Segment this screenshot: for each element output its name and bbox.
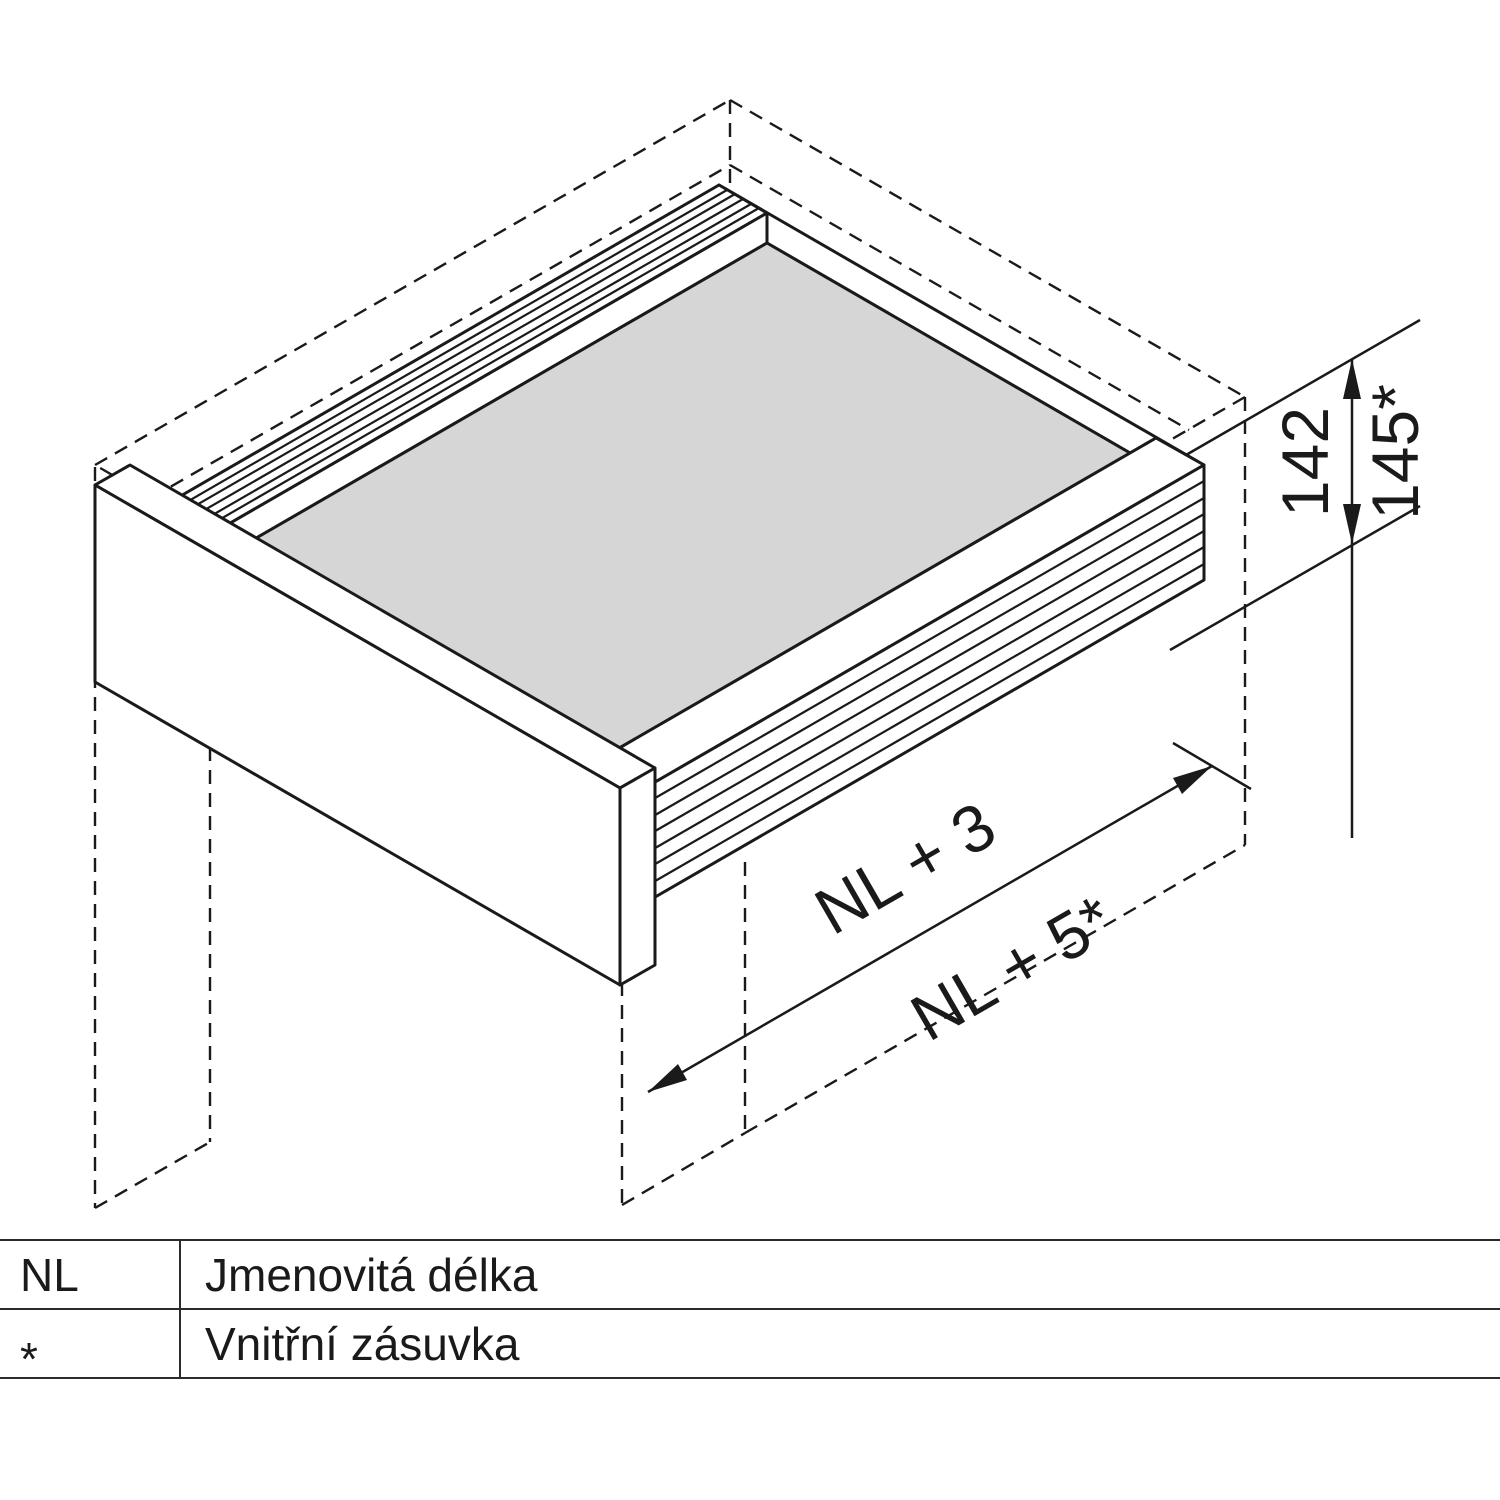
legend-description-asterisk: Vnitřní zásuvka — [205, 1318, 520, 1370]
legend-symbol-asterisk: * — [20, 1333, 38, 1385]
height-extension-line-bottom — [1169, 504, 1421, 652]
legend-table: NL Jmenovitá délka * Vnitřní zásuvka — [0, 1239, 1500, 1385]
legend-symbol-nl: NL — [20, 1249, 79, 1301]
drawer-right-rail — [648, 463, 1206, 902]
legend-description-nl: Jmenovitá délka — [205, 1249, 538, 1301]
height-arrow-up-icon — [1343, 359, 1361, 399]
height-arrow-down-icon — [1343, 504, 1361, 544]
length-arrow-start-icon — [648, 1064, 687, 1092]
dimension-height: 142 145* — [1169, 318, 1432, 838]
dimension-length-value-inner: NL + 5* — [898, 881, 1125, 1055]
height-extension-line-top — [1185, 318, 1421, 457]
length-arrow-end-icon — [1173, 766, 1212, 794]
dimension-length-value-standard: NL + 3 — [803, 787, 1008, 948]
legend-row-nl: NL Jmenovitá délka — [20, 1249, 538, 1301]
length-dimension-line — [647, 764, 1213, 1094]
dimension-height-value-inner: 145* — [1358, 384, 1432, 520]
drawer-box — [93, 183, 1206, 987]
legend-row-asterisk: * Vnitřní zásuvka — [20, 1318, 520, 1385]
drawer-front-panel — [93, 463, 657, 987]
dimension-height-value-standard: 142 — [1268, 407, 1342, 517]
